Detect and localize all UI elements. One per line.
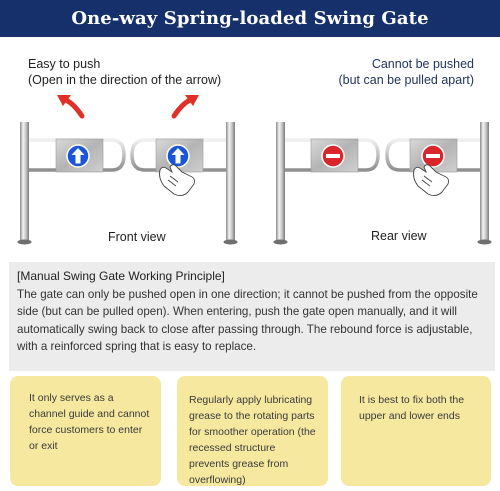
front-view-label: Front view — [108, 230, 166, 244]
gate-illustration — [17, 95, 492, 245]
front-right-arm — [130, 138, 226, 172]
tip-card-channel-guide: It only serves as a channel guide and ca… — [10, 376, 161, 486]
push-arrow-icon — [171, 95, 199, 119]
pull-caption: Cannot be pushed (but can be pulled apar… — [338, 56, 474, 88]
push-caption-line-1: Easy to push — [28, 57, 101, 71]
rear-right-post — [480, 122, 489, 242]
rear-right-arm — [385, 138, 480, 172]
pull-caption-line-1: Cannot be pushed — [371, 57, 474, 71]
front-left-arm — [29, 138, 126, 172]
principle-body: The gate can only be pushed open in one … — [17, 288, 478, 353]
no-entry-sign-icon — [321, 144, 345, 168]
up-arrow-sign-icon — [166, 144, 190, 168]
working-principle-panel: [Manual Swing Gate Working Principle] Th… — [9, 262, 495, 371]
up-arrow-sign-icon — [66, 144, 90, 168]
hand-icon — [159, 164, 195, 197]
rear-left-arm — [285, 138, 380, 172]
push-caption: Easy to push (Open in the direction of t… — [28, 56, 221, 88]
title-banner: One-way Spring-loaded Swing Gate — [0, 0, 500, 37]
front-gate — [17, 95, 238, 245]
no-entry-sign-icon — [421, 144, 445, 168]
front-right-post — [226, 122, 235, 242]
rear-gate — [273, 122, 492, 245]
page-title: One-way Spring-loaded Swing Gate — [71, 8, 429, 29]
principle-title: [Manual Swing Gate Working Principle] — [17, 269, 225, 283]
rear-left-post — [276, 122, 285, 242]
push-caption-line-2: (Open in the direction of the arrow) — [28, 73, 222, 87]
front-left-post — [20, 122, 29, 242]
hand-icon — [413, 164, 449, 197]
push-arrow-icon — [57, 95, 85, 119]
rear-view-label: Rear view — [371, 229, 427, 243]
tip-card-lubrication: Regularly apply lubricating grease to th… — [177, 376, 328, 486]
tip-card-fixing: It is best to fix both the upper and low… — [341, 376, 491, 486]
pull-caption-line-2: (but can be pulled apart) — [338, 73, 474, 87]
tips-cards: It only serves as a channel guide and ca… — [10, 376, 491, 486]
